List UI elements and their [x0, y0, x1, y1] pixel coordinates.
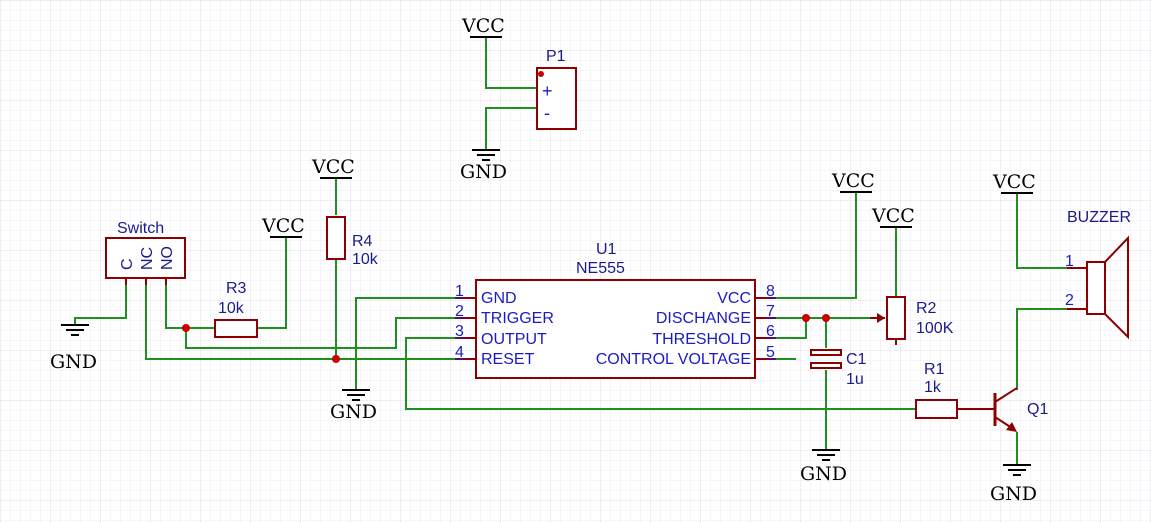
junction-pin7 [802, 314, 810, 322]
wire-p1-vcc [485, 37, 537, 89]
wire-pin1-gnd [355, 297, 455, 390]
wire-r3-vcc [257, 237, 287, 329]
gnd-symbols [61, 149, 1031, 476]
buzzer-ref: BUZZER [1067, 209, 1131, 226]
u1-pin6-name: THRESHOLD [652, 331, 751, 348]
junction-reset [332, 355, 340, 363]
vcc-label-pot: VCC [871, 205, 915, 227]
wire-pin7-pin6 [755, 317, 807, 339]
r2-value: 100K [916, 320, 954, 337]
wire-p1-gnd [485, 107, 537, 150]
u1-pin8-num: 8 [766, 283, 775, 300]
q1-collector [994, 387, 1018, 403]
gnd-symbol-u1 [342, 389, 370, 401]
components [105, 67, 1129, 432]
gnd-symbol-q1 [1003, 464, 1031, 476]
r2-body[interactable] [886, 296, 906, 340]
gnd-label-c1: GND [800, 463, 847, 485]
u1-pin4-name: RESET [481, 351, 535, 368]
wire-buzzer-vcc [1016, 193, 1067, 269]
gnd-label-q1: GND [990, 483, 1037, 505]
component-labels: P1 + - Switch C NC NO R3 10k R4 10k U1 N… [117, 48, 1131, 418]
vcc-label-pin8: VCC [831, 170, 875, 192]
r2-ref: R2 [916, 300, 937, 317]
p1-minus: - [544, 103, 550, 123]
power-labels: VCC VCC VCC VCC VCC VCC GND GND GND GND … [50, 15, 1037, 505]
r1-body[interactable] [915, 399, 958, 419]
r1-value: 1k [924, 379, 942, 396]
p1-ref: P1 [546, 48, 566, 65]
buzzer-pin2: 2 [1065, 292, 1074, 309]
u1-pin7-num: 7 [766, 303, 775, 320]
r3-ref: R3 [226, 280, 247, 297]
u1-pin8-name: VCC [717, 290, 751, 307]
pin-labels: 1 2 3 4 GND TRIGGER OUTPUT RESET 8 7 6 5… [455, 253, 1074, 368]
gnd-symbol-p1 [472, 149, 500, 161]
q1-ref: Q1 [1027, 401, 1048, 418]
wires [74, 37, 1067, 465]
gnd-symbol-switch [61, 324, 89, 336]
u1-pin3-num: 3 [455, 323, 464, 340]
r3-body[interactable] [214, 319, 258, 338]
u1-pin7-name: DISCHANGE [656, 310, 751, 327]
vcc-label-p1: VCC [461, 15, 505, 37]
gnd-label-switch: GND [50, 351, 97, 373]
switch-body[interactable] [105, 237, 186, 279]
c1-plate-bottom [810, 362, 842, 369]
r4-body[interactable] [326, 216, 346, 260]
u1-pin5-num: 5 [766, 344, 775, 361]
u1-pin1-num: 1 [455, 283, 464, 300]
p1-pin1-marker [538, 71, 544, 77]
gnd-symbol-c1 [812, 449, 840, 461]
c1-ref: C1 [846, 351, 867, 368]
wire-pin8-vcc [755, 192, 857, 299]
power-symbols [270, 36, 1033, 238]
wire-switch-c-gnd [74, 278, 127, 325]
u1-pin6-num: 6 [766, 323, 775, 340]
junction-c1 [822, 314, 830, 322]
pin-number-underlines [455, 297, 776, 360]
vcc-label-r4: VCC [311, 156, 355, 178]
u1-pin4-num: 4 [455, 344, 464, 361]
buzzer-body[interactable] [1086, 261, 1106, 315]
r4-ref: R4 [352, 233, 373, 250]
r4-value: 10k [352, 251, 379, 268]
u1-ref: U1 [596, 241, 617, 258]
u1-body[interactable] [475, 279, 756, 379]
u1-pin2-num: 2 [455, 303, 464, 320]
junction-trigger [182, 324, 190, 332]
q1-emitter-arrow-icon [1006, 422, 1017, 432]
r1-ref: R1 [924, 361, 945, 378]
switch-ref: Switch [117, 220, 164, 237]
switch-pin-nc-label: NC [139, 247, 156, 270]
buzzer-pin1: 1 [1065, 253, 1074, 270]
junctions [182, 71, 830, 363]
p1-body[interactable] [536, 67, 577, 130]
u1-part: NE555 [576, 260, 625, 277]
p1-plus: + [542, 81, 553, 101]
vcc-label-buzzer: VCC [992, 171, 1036, 193]
wire-switch-no-r3 [165, 278, 215, 329]
r3-value: 10k [218, 300, 245, 317]
c1-plate-top [810, 349, 842, 356]
u1-pin5-name: CONTROL VOLTAGE [596, 351, 751, 368]
vcc-label-r3: VCC [261, 215, 305, 237]
wire-switch-nc-reset [145, 278, 455, 360]
switch-pin-no-label: NO [159, 246, 176, 270]
wire-buzzer-q1 [1016, 308, 1067, 390]
gnd-label-u1: GND [330, 401, 377, 423]
u1-pin1-name: GND [481, 290, 517, 307]
gnd-label-p1: GND [460, 161, 507, 183]
switch-pin-c-label: C [119, 258, 136, 270]
r2-wiper-arrow-icon [877, 313, 885, 323]
u1-pin2-name: TRIGGER [481, 310, 554, 327]
wire-trigger [185, 317, 455, 349]
buzzer-horn-icon [1104, 235, 1129, 340]
wire-output-r1 [405, 337, 916, 410]
u1-pin3-name: OUTPUT [481, 331, 547, 348]
c1-value: 1u [846, 371, 864, 388]
